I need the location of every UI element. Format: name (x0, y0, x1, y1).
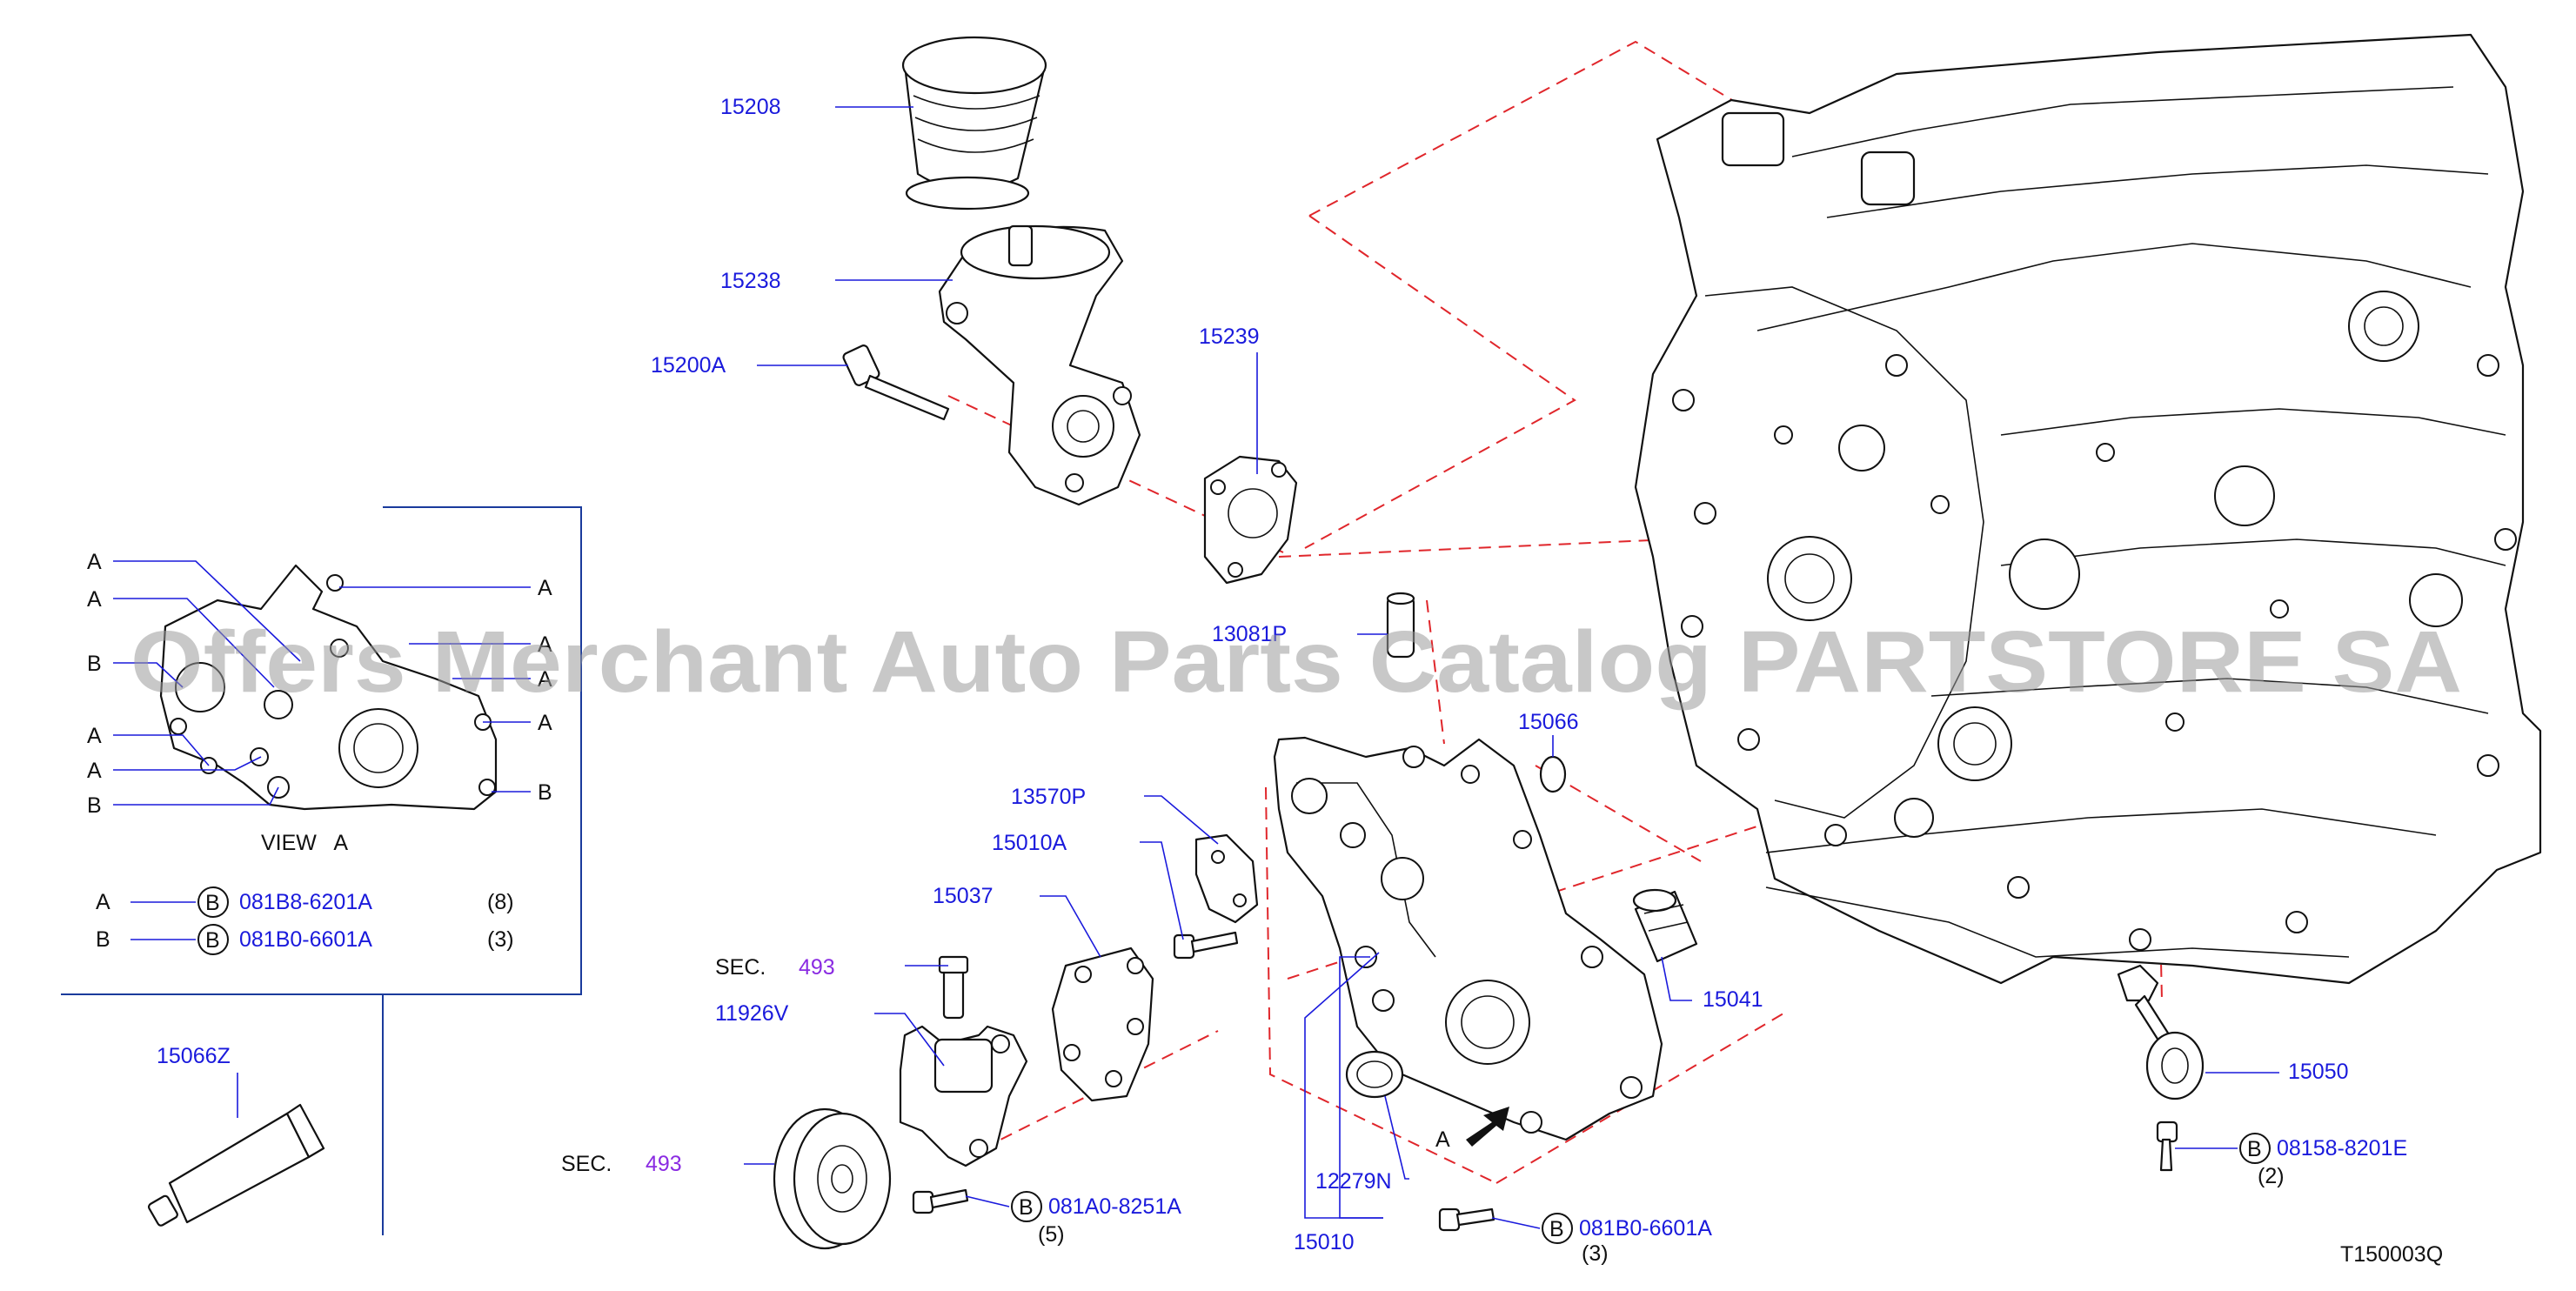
bolt3-part[interactable]: 08158-8201E (2277, 1136, 2407, 1161)
part-labels: 15208 15238 15200A 15239 13081P 15066 13… (157, 95, 2349, 1254)
view-left-label-3: B (87, 652, 102, 676)
view-a-panel (61, 506, 582, 1235)
bolt1-circle-letter: B (1019, 1195, 1034, 1220)
view-a-arrow: A (1435, 1107, 1509, 1152)
oil-seal-12279N (1345, 1050, 1404, 1099)
label-15010[interactable]: 15010 (1294, 1230, 1355, 1254)
label-15239[interactable]: 15239 (1199, 324, 1260, 349)
arrow-a-label: A (1435, 1127, 1450, 1152)
sealant-tube-15066Z (147, 1103, 325, 1227)
oil-strainer-15050 (2117, 964, 2205, 1100)
sec-prefix-2: SEC. (561, 1152, 612, 1176)
bolt-081A0-illustration (912, 1188, 969, 1214)
view-a-labels: A A B A A B A A A A B VIEW A A B 081B8-6… (87, 550, 552, 955)
label-13081P[interactable]: 13081P (1212, 622, 1287, 646)
label-15010A[interactable]: 15010A (992, 831, 1067, 855)
view-left-label-4: A (87, 724, 102, 748)
gasket-13570P (1194, 833, 1259, 924)
view-right-label-5: B (538, 780, 552, 805)
leader-lines (113, 106, 2279, 1229)
label-15200A[interactable]: 15200A (651, 353, 726, 378)
pulley-illustration (773, 1107, 892, 1250)
section-refs: SEC. 493 SEC. 493 (561, 955, 835, 1176)
engine-block-illustration (1634, 33, 2542, 985)
legend-b-part[interactable]: 081B0-6601A (239, 927, 372, 952)
bolt2-qty: (3) (1582, 1241, 1609, 1266)
oil-filter-15208 (901, 36, 1047, 211)
legend-b-circle: B (205, 928, 220, 953)
label-15041[interactable]: 15041 (1703, 987, 1763, 1012)
label-15066Z[interactable]: 15066Z (157, 1044, 231, 1068)
legend-b-key: B (96, 927, 110, 952)
bolt-081B0-illustration (1438, 1207, 1495, 1232)
gasket-15037 (1051, 947, 1154, 1102)
view-right-label-4: A (538, 711, 552, 735)
diagram-id: T150003Q (2340, 1242, 2443, 1267)
sec-ref-link-2[interactable]: 493 (646, 1152, 682, 1176)
legend-a-part[interactable]: 081B8-6201A (239, 890, 372, 914)
watermark-text: Offers Merchant Auto Parts Catalog PARTS… (130, 613, 2462, 711)
legend-a-circle: B (205, 891, 220, 915)
bolt-15200A (842, 344, 950, 421)
bolt-callout-081B0: B 081B0-6601A (3) (1542, 1213, 1712, 1266)
oil-filter-bracket-15238 (938, 224, 1141, 506)
bolt3-circle-letter: B (2247, 1137, 2262, 1161)
bolt-callout-08158: B 08158-8201E (2) (2239, 1133, 2407, 1188)
label-13570P[interactable]: 13570P (1011, 785, 1086, 809)
label-15037[interactable]: 15037 (933, 884, 994, 908)
bolt-callout-081A0: B 081A0-8251A (5) (1011, 1191, 1181, 1247)
bolt1-qty: (5) (1038, 1222, 1065, 1247)
label-15066[interactable]: 15066 (1518, 710, 1579, 734)
view-left-label-5: A (87, 759, 102, 783)
view-left-label-1: A (87, 550, 102, 574)
bolt2-circle-letter: B (1549, 1217, 1564, 1241)
legend-a-key: A (96, 890, 110, 914)
view-left-label-6: B (87, 793, 102, 818)
view-right-label-2: A (538, 632, 552, 657)
water-pump-11926V (899, 955, 1028, 1167)
dowel-13081P (1386, 592, 1415, 659)
view-left-label-2: A (87, 587, 102, 612)
legend-b-qty: (3) (487, 927, 514, 952)
sec-ref-link-1[interactable]: 493 (799, 955, 835, 980)
bolt3-qty: (2) (2258, 1164, 2285, 1188)
sec-prefix-1: SEC. (715, 955, 766, 980)
label-15050[interactable]: 15050 (2288, 1060, 2349, 1084)
label-15208[interactable]: 15208 (720, 95, 781, 119)
gasket-15239 (1203, 455, 1298, 585)
view-a-title: VIEW A (261, 831, 348, 855)
view-right-label-1: A (538, 576, 552, 600)
front-cover-15010 (1273, 736, 1663, 1141)
bolt-08158-illustration (2156, 1120, 2178, 1172)
bolt1-part[interactable]: 081A0-8251A (1048, 1194, 1181, 1219)
label-12279N[interactable]: 12279N (1315, 1169, 1392, 1194)
oil-pump-gear-15041 (1632, 888, 1698, 963)
label-11926V[interactable]: 11926V (715, 1001, 789, 1026)
bolt-15010A (1173, 931, 1239, 960)
view-right-label-3: A (538, 667, 552, 692)
legend-a-qty: (8) (487, 890, 514, 914)
oring-15066 (1539, 755, 1567, 793)
label-15238[interactable]: 15238 (720, 269, 781, 293)
bolt2-part[interactable]: 081B0-6601A (1579, 1216, 1712, 1241)
